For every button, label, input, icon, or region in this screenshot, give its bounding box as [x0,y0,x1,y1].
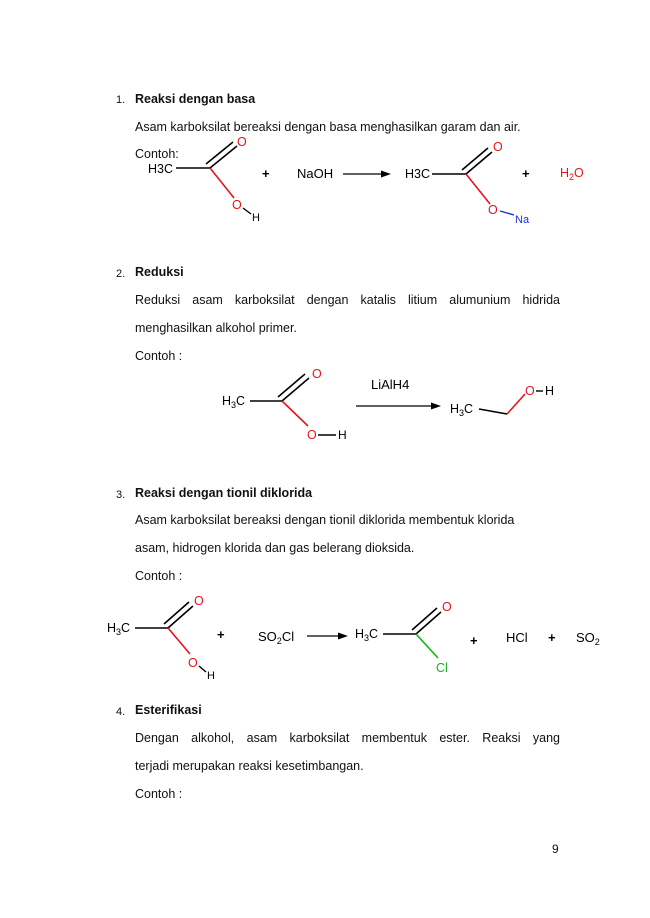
plus-sign: + [522,166,530,181]
water-label: H2O [560,166,584,182]
scheme-2-product: H3C O H [450,384,554,418]
reagent-lialh4: LiAlH4 [371,377,409,392]
hydroxyl-o: O [307,428,317,442]
section-3-text-line-2: asam, hidrogen klorida dan gas belerang … [135,541,415,555]
methyl-label: H3C [107,621,130,637]
carbonyl-o: O [312,367,322,381]
section-2-title: Reduksi [135,265,184,279]
section-4-text-line-2: terjadi merupakan reaksi kesetimbangan. [135,759,364,773]
section-3-example-label: Contoh : [135,569,183,583]
scheme-3-reactant: H3C O O H [107,594,215,682]
section-2-text-line-1: Reduksi asam karboksilat dengan katalis … [135,293,560,307]
section-4-number: 4. [116,706,126,718]
section-2-number: 2. [116,268,126,280]
methyl-label: H3C [355,627,378,643]
section-2-example-label: Contoh : [135,349,183,363]
sodium-label: Na [515,214,530,226]
alkoxide-o: O [488,203,498,217]
plus-sign: + [262,166,270,181]
hydroxyl-o: O [188,656,198,670]
reaction-arrow [307,632,348,640]
plus-sign: + [548,630,556,645]
chlorine-label: Cl [436,661,448,675]
methyl-label: H3C [405,167,430,181]
section-3-number: 3. [116,489,126,501]
carbonyl-o: O [442,600,452,614]
section-3-text-line-1: Asam karboksilat bereaksi dengan tionil … [135,513,515,527]
section-1-text: Asam karboksilat bereaksi dengan basa me… [135,120,521,134]
reaction-arrow [343,170,391,178]
section-4-text-line-1: Dengan alkohol, asam karboksilat membent… [135,731,560,745]
scheme-2-reactant: H3C O O H [222,367,347,442]
scheme-1-reactant: H3C O O H [148,135,260,224]
methyl-label: H3C [222,394,245,410]
section-1-number: 1. [116,94,126,106]
so2-label: SO2 [576,630,600,647]
hcl-label: HCl [506,630,528,645]
hydroxyl-h: H [207,670,215,682]
reagent-socl: SO2Cl [258,629,294,646]
section-4-title: Esterifikasi [135,703,202,717]
hydroxyl-h: H [338,428,347,442]
page-number: 9 [552,842,559,856]
hydroxyl-h: H [252,212,260,224]
plus-sign: + [217,627,225,642]
section-1-title: Reaksi dengan basa [135,92,256,106]
alcohol-h: H [545,384,554,398]
carbonyl-o: O [493,140,503,154]
carbonyl-o: O [237,135,247,149]
section-2-text-line-2: menghasilkan alkohol primer. [135,321,297,335]
reaction-arrow [356,402,441,410]
section-1-example-label: Contoh: [135,147,179,161]
methyl-label: H3C [450,402,473,418]
reagent-naoh: NaOH [297,166,333,181]
methyl-label: H3C [148,162,173,176]
plus-sign: + [470,633,478,648]
hydroxyl-o: O [232,198,242,212]
scheme-3-product: H3C O Cl [355,600,452,675]
section-4-example-label: Contoh : [135,787,183,801]
scheme-1-product: H3C O O Na [405,140,530,226]
alcohol-o: O [525,384,535,398]
section-3-title: Reaksi dengan tionil diklorida [135,486,313,500]
carbonyl-o: O [194,594,204,608]
